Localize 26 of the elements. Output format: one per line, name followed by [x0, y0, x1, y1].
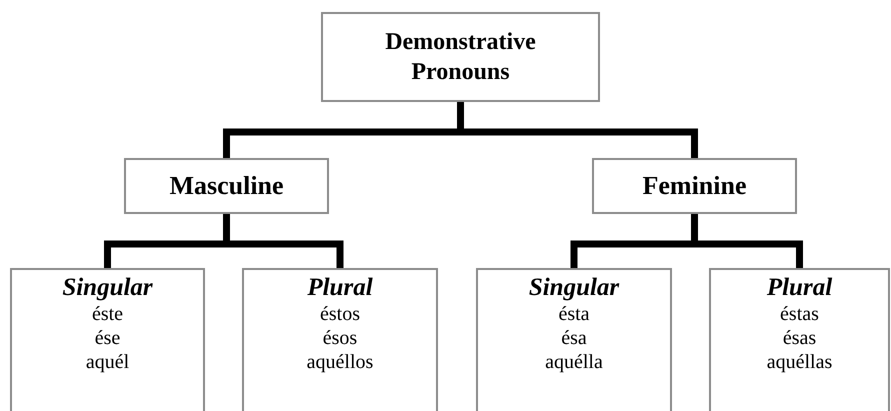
heading-label: Demonstrative Pronouns	[384, 28, 537, 87]
pronoun-word: éstos	[320, 302, 360, 326]
pronoun-word: ésa	[561, 326, 587, 350]
pronoun-word: éste	[92, 302, 124, 326]
category-box	[709, 268, 890, 411]
pronoun-word: aquéllas	[766, 350, 832, 374]
pronoun-word: ésos	[322, 326, 358, 350]
heading-label: Feminine	[642, 171, 746, 201]
column-heading: Singular	[62, 274, 153, 302]
category-box	[10, 268, 205, 411]
heading-box	[592, 158, 797, 214]
column-heading: Singular	[528, 274, 620, 302]
pronoun-word: ésas	[782, 326, 816, 350]
category-box	[242, 268, 438, 411]
pronoun-word: ése	[94, 326, 120, 350]
heading-box	[321, 12, 600, 102]
pronoun-word: aquél	[86, 350, 130, 374]
category-box	[476, 268, 672, 411]
pronoun-word: aquéllos	[306, 350, 374, 374]
pronoun-word: aquélla	[545, 350, 603, 374]
heading-label: Masculine	[169, 171, 284, 201]
column-heading: Plural	[307, 274, 373, 302]
pronoun-word: ésta	[558, 302, 590, 326]
column-heading: Plural	[766, 274, 832, 302]
heading-box	[124, 158, 329, 214]
pronoun-word: éstas	[780, 302, 819, 326]
